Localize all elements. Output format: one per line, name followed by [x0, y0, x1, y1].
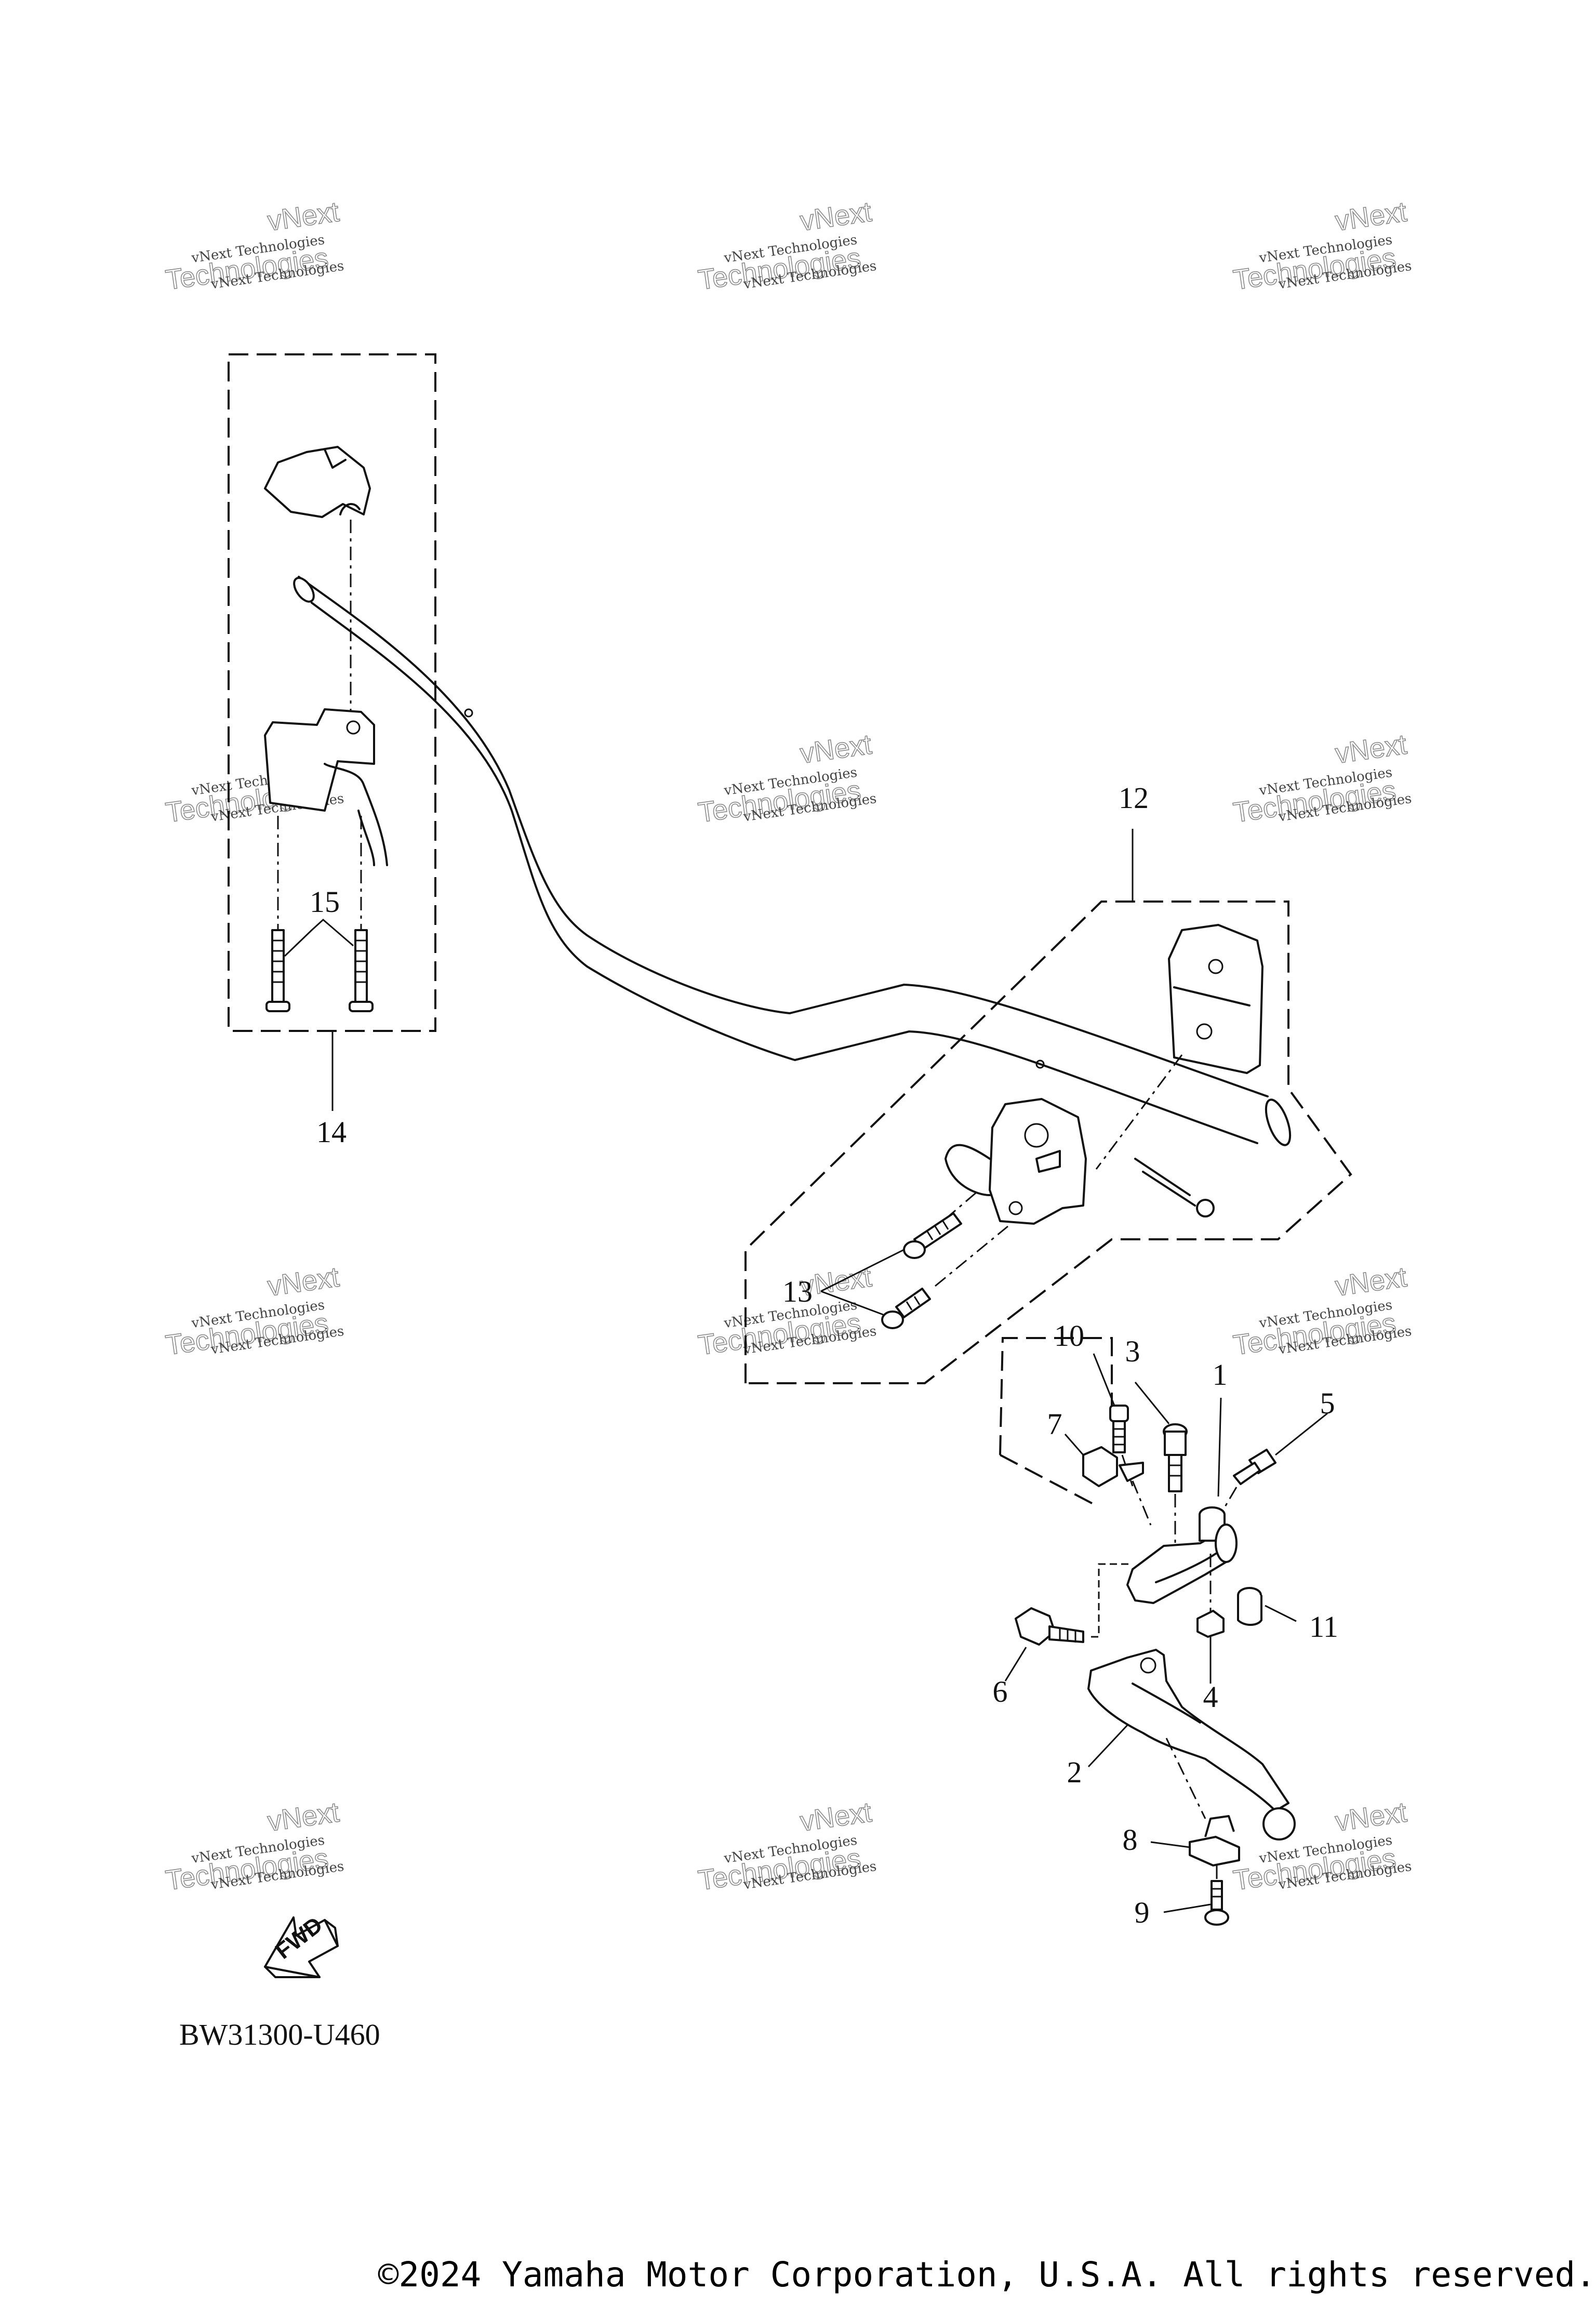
callout-13: 13 [782, 1275, 813, 1308]
block-8 [1189, 1815, 1240, 1866]
callout-14: 14 [316, 1115, 347, 1149]
watermark-text: vNext [798, 1796, 873, 1837]
drawing-code: BW31300-U460 [179, 2018, 380, 2051]
bolt-6 [1015, 1607, 1084, 1646]
callout-7: 7 [1047, 1407, 1062, 1441]
callout-4: 4 [1203, 1680, 1218, 1714]
screw-15-left [265, 929, 290, 1012]
watermark-text: vNext [265, 196, 341, 237]
callout-9: 9 [1135, 1896, 1150, 1929]
screw-15-right [349, 929, 374, 1012]
callout-6: 6 [993, 1675, 1008, 1709]
watermark-text: vNext [1333, 196, 1408, 237]
watermark-text: vNext [1333, 1796, 1408, 1837]
callout-12: 12 [1119, 781, 1149, 815]
callout-15: 15 [310, 885, 340, 919]
callout-5: 5 [1320, 1386, 1335, 1420]
callout-1: 1 [1213, 1358, 1228, 1392]
fwd-arrow-icon: FWD [264, 1912, 339, 1978]
callout-3: 3 [1125, 1334, 1140, 1368]
callout-2: 2 [1067, 1755, 1082, 1789]
bracket-7 [1082, 1446, 1144, 1487]
screw-5 [1233, 1449, 1276, 1485]
screw-13-lower [881, 1288, 931, 1329]
bolt-3 [1163, 1423, 1188, 1492]
watermark-text: vNext [265, 1796, 341, 1837]
screw-9 [1204, 1880, 1229, 1926]
watermark-text: vNext [1333, 729, 1408, 770]
watermark-text: vNext [798, 196, 873, 237]
nut-4 [1196, 1610, 1225, 1638]
callout-8: 8 [1123, 1823, 1138, 1857]
callout-10: 10 [1054, 1319, 1084, 1353]
callout-labels: 1 2 3 4 5 6 7 8 9 10 11 12 13 14 15 [310, 781, 1338, 1929]
copyright-notice: ©2024 Yamaha Motor Corporation, U.S.A. A… [378, 2255, 1596, 2295]
watermark-text: vNext [798, 729, 873, 770]
lever-bracket [1126, 1506, 1238, 1604]
watermark-text: vNext [265, 1261, 341, 1302]
holder-assembly-group [228, 353, 436, 1111]
brake-lever [1087, 1649, 1296, 1840]
bolt-10 [1109, 1405, 1129, 1453]
callout-11: 11 [1309, 1610, 1338, 1644]
screw-13-upper [903, 1212, 962, 1259]
handlebar-switch-group [744, 829, 1352, 1384]
collar-11 [1237, 1587, 1262, 1626]
watermark-text: vNext [1333, 1261, 1408, 1302]
lever-assembly-group [999, 1337, 1328, 1926]
handlebar [293, 576, 1292, 1146]
